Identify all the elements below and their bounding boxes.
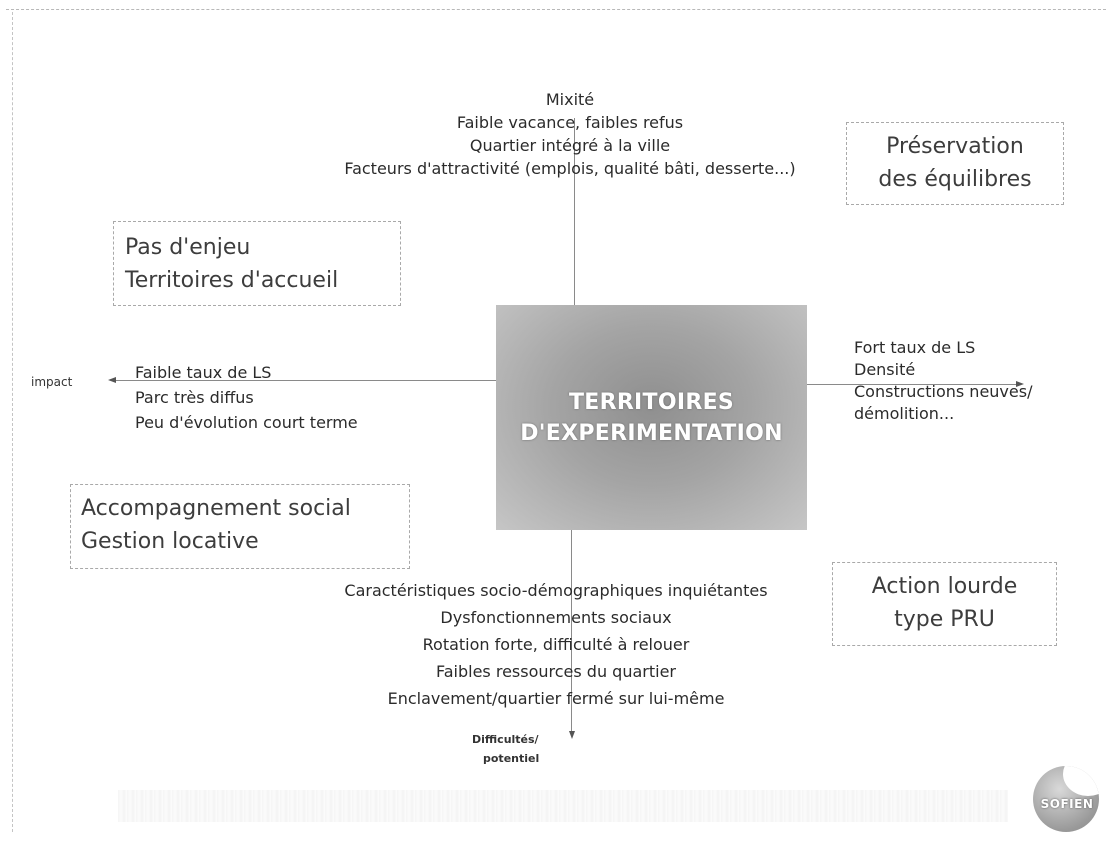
arrow-left-icon [108, 377, 116, 383]
right-criteria-block: Fort taux de LS Densité Constructions ne… [854, 337, 1032, 425]
arrow-down-icon [569, 731, 575, 739]
footer-faded-band [118, 790, 1008, 822]
vertical-axis-bottom [571, 530, 572, 732]
quadrant-top-right-line1: Préservation [886, 134, 1024, 159]
page-border-left [12, 12, 13, 832]
horizontal-axis-right [807, 384, 1017, 385]
right-criteria-item: Constructions neuves/ [854, 382, 1033, 401]
right-criteria-item: Fort taux de LS [854, 338, 976, 357]
vertical-axis-top [574, 118, 575, 305]
quadrant-bottom-right-box: Action lourde type PRU [832, 562, 1057, 646]
quadrant-top-right-box: Préservation des équilibres [846, 122, 1064, 205]
quadrant-top-right-line2: des équilibres [878, 167, 1032, 192]
quadrant-bottom-right-line2: type PRU [894, 607, 995, 632]
quadrant-top-left-line2: Territoires d'accueil [125, 268, 339, 293]
right-criteria-item: démolition... [854, 404, 955, 423]
center-title-line1: TERRITOIRES [568, 389, 735, 415]
bottom-criteria-item: Rotation forte, difficulté à relouer [422, 635, 690, 654]
quadrant-bottom-left-line1: Accompagnement social [81, 496, 351, 521]
left-criteria-item: Peu d'évolution court terme [135, 413, 358, 432]
top-criteria-item: Facteurs d'attractivité (emplois, qualit… [344, 159, 796, 178]
left-criteria-item: Parc très diffus [135, 388, 254, 407]
page-border-top [6, 9, 1106, 10]
left-criteria-block: Faible taux de LS Parc très diffus Peu d… [135, 360, 358, 435]
axis-label-impact: impact [31, 375, 73, 389]
center-box-territoires: TERRITOIRES D'EXPERIMENTATION [496, 305, 807, 530]
arrow-right-icon [1016, 381, 1024, 387]
bottom-criteria-item: Enclavement/quartier fermé sur lui-même [387, 689, 725, 708]
top-criteria-item: Mixité [545, 90, 595, 109]
horizontal-axis-left [114, 380, 496, 381]
quadrant-top-left-line1: Pas d'enjeu [125, 235, 251, 260]
top-criteria-block: Mixité Faible vacance, faibles refus Qua… [300, 88, 840, 180]
quadrant-bottom-right-line1: Action lourde [871, 574, 1018, 599]
left-criteria-item: Faible taux de LS [135, 363, 272, 382]
axis-label-difficultes-line2: potentiel [483, 752, 540, 765]
top-criteria-item: Faible vacance, faibles refus [456, 113, 684, 132]
bottom-criteria-item: Faibles ressources du quartier [435, 662, 676, 681]
bottom-criteria-item: Caractéristiques socio-démographiques in… [344, 581, 768, 600]
axis-label-difficultes-line1: Difficultés/ [472, 733, 539, 746]
center-title-line2: D'EXPERIMENTATION [520, 420, 783, 446]
bottom-criteria-item: Dysfonctionnements sociaux [440, 608, 672, 627]
quadrant-top-left-box: Pas d'enjeu Territoires d'accueil [113, 221, 401, 306]
right-criteria-item: Densité [854, 360, 916, 379]
logo-cutout [1063, 766, 1099, 796]
top-criteria-item: Quartier intégré à la ville [469, 136, 671, 155]
sofien-logo: SOFIEN [1033, 766, 1099, 832]
quadrant-bottom-left-box: Accompagnement social Gestion locative [70, 484, 410, 569]
logo-text: SOFIEN [1040, 797, 1094, 811]
bottom-criteria-block: Caractéristiques socio-démographiques in… [296, 577, 816, 712]
quadrant-bottom-left-line2: Gestion locative [81, 529, 259, 554]
